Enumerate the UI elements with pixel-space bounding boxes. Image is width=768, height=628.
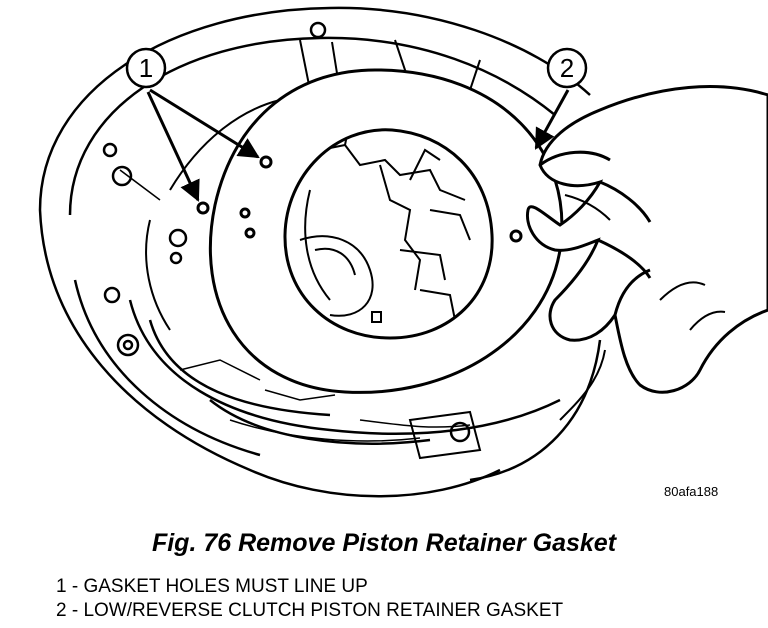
figure-caption: Fig. 76 Remove Piston Retainer Gasket xyxy=(151,529,617,557)
clutch-hub xyxy=(299,118,471,323)
legend-item-2: 2 - LOW/REVERSE CLUTCH PISTON RETAINER G… xyxy=(56,600,564,621)
legend-item-1: 1 - GASKET HOLES MUST LINE UP xyxy=(56,576,368,597)
piston-retainer-gasket xyxy=(196,68,564,394)
hand xyxy=(525,85,768,394)
callout-1-label: 1 xyxy=(139,53,153,83)
transmission-case xyxy=(38,6,606,498)
gasket-removal-illustration: 1 2 xyxy=(38,6,768,498)
image-reference-id: 80afa188 xyxy=(664,484,719,499)
figure-legend: 1 - GASKET HOLES MUST LINE UP 2 - LOW/RE… xyxy=(56,575,563,623)
callout-2-label: 2 xyxy=(560,53,574,83)
callout-1: 1 xyxy=(125,47,260,202)
callout-2: 2 xyxy=(534,47,588,150)
